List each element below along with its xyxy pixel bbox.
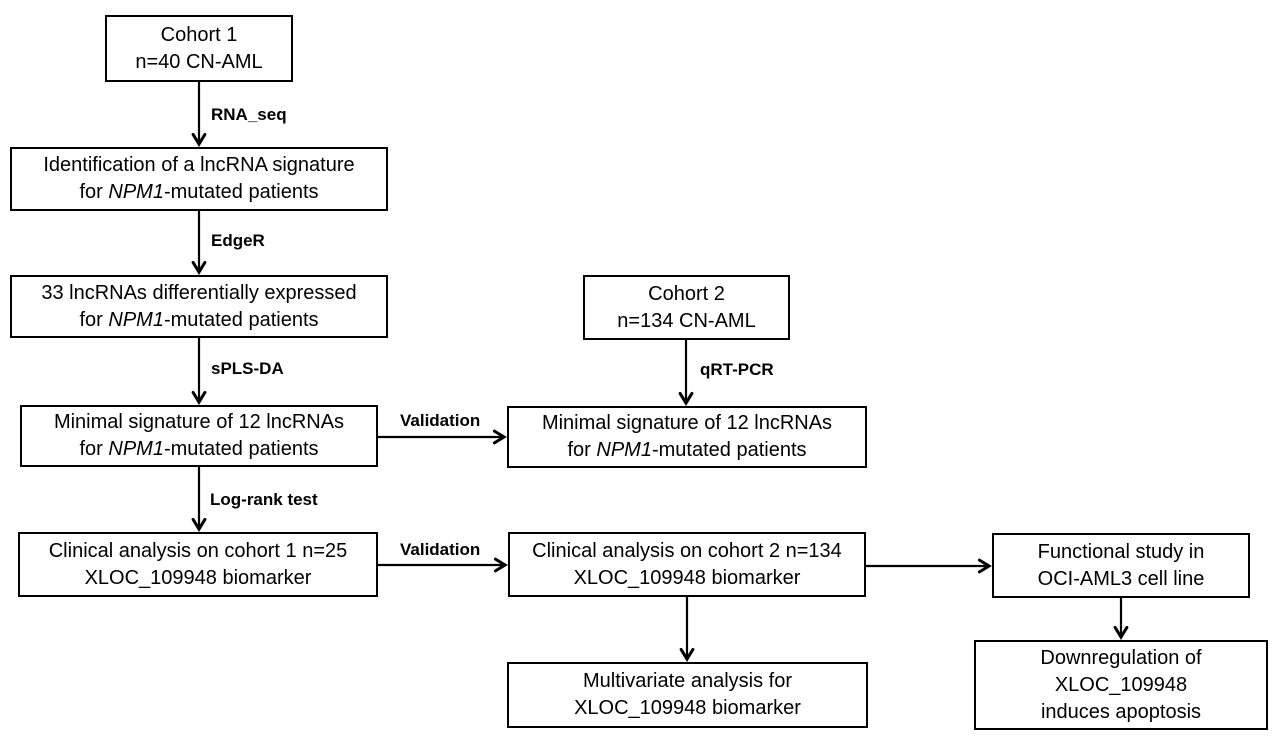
label-log-rank-test: Log-rank test (210, 490, 318, 509)
box-text-line: XLOC_109948 biomarker (573, 566, 801, 589)
box-minimal-signature-right: Minimal signature of 12 lncRNAs for NPM1-… (507, 406, 867, 468)
box-text-line: Identification of a lncRNA signature (43, 154, 355, 176)
box-text-line: for NPM1-mutated patients (79, 438, 319, 460)
box-text-line: XLOC_109948 biomarker (84, 566, 312, 589)
box-text-line: Functional study in (1037, 540, 1205, 563)
label-validation-lower: Validation (400, 540, 481, 559)
box-text-line: Clinical analysis on cohort 1 n=25 (48, 539, 348, 562)
box-text-line: n=134 CN-AML (617, 309, 756, 332)
box-text-line: 33 lncRNAs differentially expressed (41, 281, 357, 304)
box-33-lncrnas: 33 lncRNAs differentially expressed for N… (10, 275, 388, 338)
label-rna-seq: RNA_seq (211, 105, 287, 124)
box-text-line: XLOC_109948 (1054, 673, 1188, 696)
box-text-line: XLOC_109948 biomarker (574, 697, 801, 719)
box-text-line: for NPM1-mutated patients (79, 181, 319, 203)
label-validation-upper: Validation (400, 411, 481, 430)
box-text-line: Multivariate analysis for (583, 670, 792, 692)
box-text-line: Minimal signature of 12 lncRNAs (541, 412, 833, 434)
box-text-line: for NPM1-mutated patients (567, 439, 807, 461)
box-text-line: induces apoptosis (1040, 700, 1202, 723)
box-minimal-signature-left: Minimal signature of 12 lncRNAs for NPM1-… (20, 405, 378, 467)
box-cohort-1: Cohort 1 n=40 CN-AML (105, 15, 293, 82)
label-spls-da: sPLS-DA (211, 359, 284, 378)
box-cohort-2: Cohort 2 n=134 CN-AML (583, 275, 790, 340)
box-text-line: for NPM1-mutated patients (79, 308, 319, 331)
box-identification: Identification of a lncRNA signature for … (10, 147, 388, 211)
box-text-line: Clinical analysis on cohort 2 n=134 (532, 539, 842, 562)
box-text-line: Cohort 2 (648, 282, 725, 305)
box-functional-study: Functional study in OCI-AML3 cell line (992, 533, 1250, 598)
box-text-line: OCI-AML3 cell line (1037, 567, 1205, 590)
box-text-line: Minimal signature of 12 lncRNAs (53, 411, 345, 433)
box-text-line: n=40 CN-AML (135, 50, 263, 73)
label-qrt-pcr: qRT-PCR (700, 360, 774, 379)
box-text-line: Downregulation of (1040, 646, 1202, 669)
label-edger: EdgeR (211, 231, 265, 250)
box-text-line: Cohort 1 (160, 23, 238, 46)
